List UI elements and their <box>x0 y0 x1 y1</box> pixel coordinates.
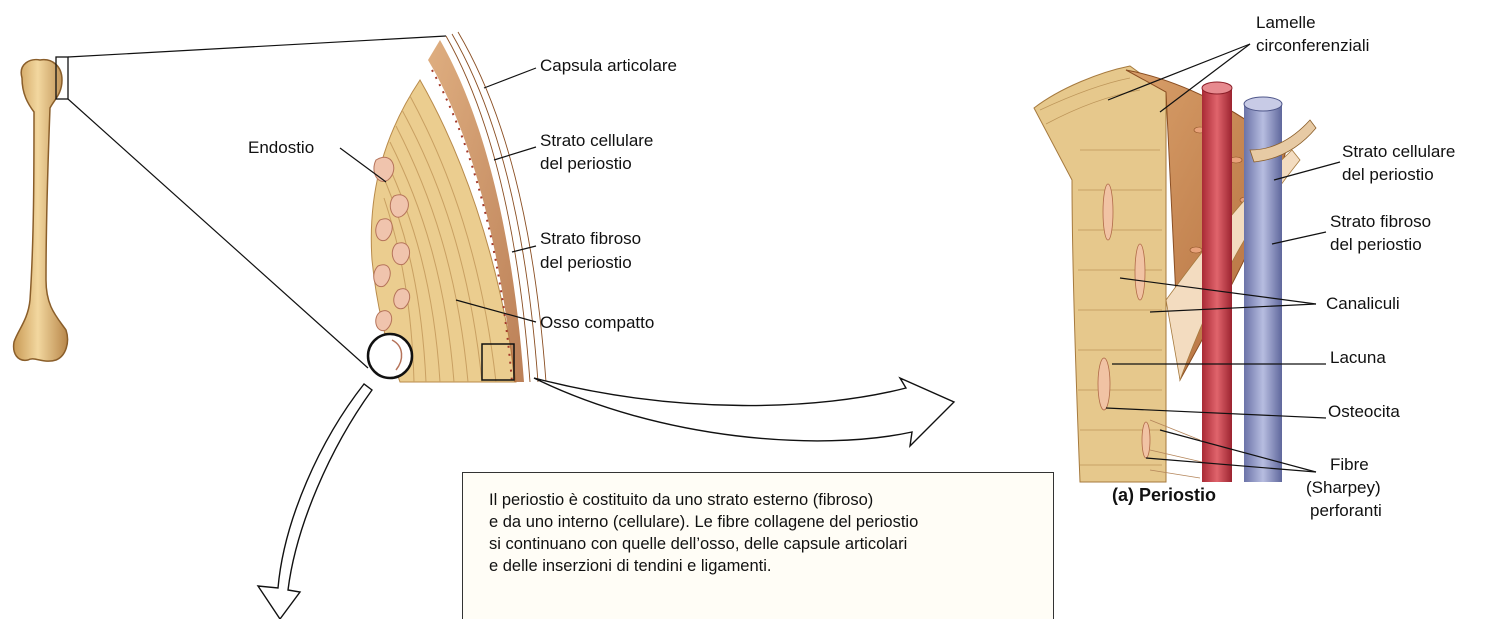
label-capsula-articolare: Capsula articolare <box>540 55 677 77</box>
label-lacuna: Lacuna <box>1330 347 1386 369</box>
label-strato-fibroso-line2: del periostio <box>540 252 632 274</box>
label-fibre-line1: Fibre <box>1330 454 1369 476</box>
label-strato-fibroso-line1: Strato fibroso <box>540 228 641 250</box>
label-strato-cellulare-right-line2: del periostio <box>1342 164 1434 186</box>
bone-section <box>368 32 546 382</box>
humerus-bone <box>14 57 68 361</box>
label-osteocita: Osteocita <box>1328 401 1400 423</box>
label-fibre-line3: perforanti <box>1310 500 1382 522</box>
arrow-right <box>534 378 954 446</box>
caption-line-2: e da uno interno (cellulare). Le fibre c… <box>489 511 1031 533</box>
label-strato-cellulare-line2: del periostio <box>540 153 632 175</box>
label-fibre-line2: (Sharpey) <box>1306 477 1381 499</box>
periosteum-detail <box>1034 66 1316 482</box>
label-osso-compatto: Osso compatto <box>540 312 654 334</box>
arrow-down <box>258 384 372 619</box>
caption-line-1: Il periostio è costituito da uno strato … <box>489 489 1031 511</box>
label-lamelle-line2: circonferenziali <box>1256 35 1369 57</box>
label-endostio: Endostio <box>248 137 314 159</box>
label-strato-cellulare-line1: Strato cellulare <box>540 130 653 152</box>
caption-line-4: e delle inserzioni di tendini e ligament… <box>489 555 1031 577</box>
label-strato-fibroso-right-line2: del periostio <box>1330 234 1422 256</box>
label-strato-fibroso-right-line1: Strato fibroso <box>1330 211 1431 233</box>
label-strato-cellulare-right-line1: Strato cellulare <box>1342 141 1455 163</box>
label-canalicoli: Canaliculi <box>1326 293 1400 315</box>
figure-title: (a) Periostio <box>1112 485 1216 506</box>
caption-box: Il periostio è costituito da uno strato … <box>462 472 1054 619</box>
label-lamelle-line1: Lamelle <box>1256 12 1316 34</box>
caption-line-3: si continuano con quelle dell’osso, dell… <box>489 533 1031 555</box>
